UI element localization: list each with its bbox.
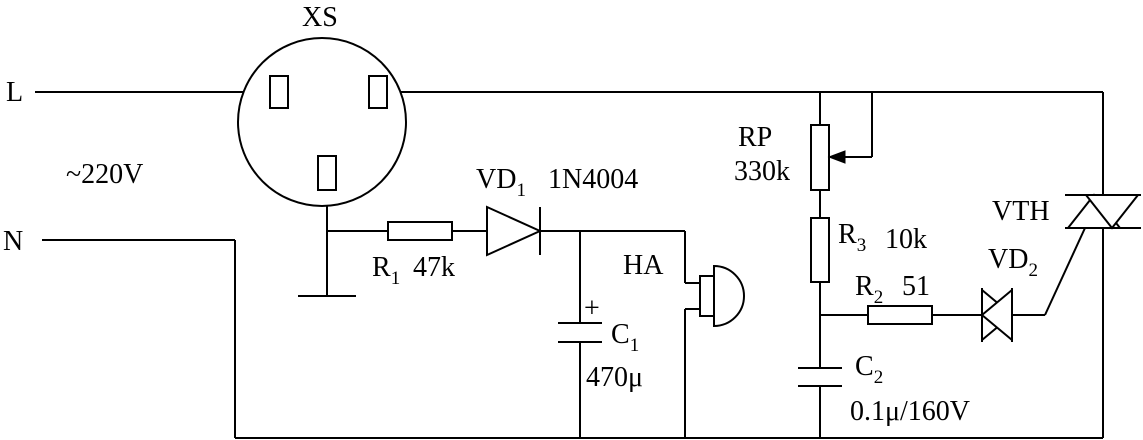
socket-xs (237, 37, 407, 207)
socket-pin-earth (317, 155, 337, 191)
resistor-r3 (810, 217, 830, 283)
label-vd2: VD2 (988, 244, 1038, 281)
label-c2: C2 (855, 351, 883, 388)
label-ha: HA (623, 250, 664, 281)
resistor-r2 (867, 305, 933, 325)
label-r1: R1 (372, 252, 400, 289)
label-rp: RP (738, 122, 772, 153)
label-l: L (6, 77, 23, 108)
buzzer-ha (699, 264, 745, 328)
label-vd1: VD1 (476, 164, 526, 201)
socket-pin-left (269, 75, 289, 109)
label-c1-plus: + (584, 293, 600, 324)
label-r3-value: 10k (885, 224, 927, 255)
triac-vth (1065, 193, 1141, 230)
label-c1-value: 470μ (586, 362, 643, 393)
socket-pin-right (368, 75, 388, 109)
diac-vd2 (980, 287, 1014, 343)
wires (35, 91, 1104, 439)
label-c2-value: 0.1μ/160V (850, 396, 970, 427)
wiper-arrow-icon (827, 150, 846, 164)
potentiometer-rp (810, 124, 846, 191)
label-n: N (3, 226, 23, 257)
capacitor-c2 (798, 367, 842, 387)
label-r1-value: 47k (413, 252, 455, 283)
diode-vd1 (486, 205, 543, 257)
label-r3: R3 (838, 219, 866, 256)
label-xs: XS (302, 2, 338, 33)
label-r2-value: 51 (902, 271, 930, 302)
label-voltage: ~220V (66, 159, 143, 190)
label-vth: VTH (992, 196, 1050, 227)
capacitor-c1 (558, 322, 602, 343)
label-c1: C1 (611, 319, 639, 356)
label-r2: R2 (855, 271, 883, 308)
resistor-r1 (387, 221, 453, 241)
label-vd1-part: 1N4004 (548, 164, 638, 195)
label-rp-value: 330k (734, 156, 790, 187)
